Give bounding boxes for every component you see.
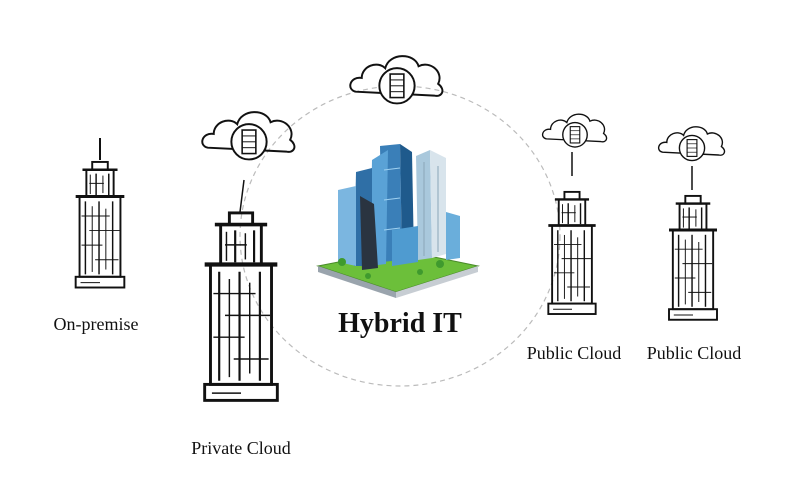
cloud-server-icon (657, 125, 726, 162)
public-cloud-label: Public Cloud (646, 343, 742, 363)
public-cloud-label: Public Cloud (526, 343, 622, 363)
office-building-icon (205, 213, 278, 400)
city-skyline-icon (316, 144, 480, 298)
office-building-icon (546, 190, 598, 316)
private-cloud-label: Private Cloud (191, 438, 291, 458)
on-premise-label: On-premise (53, 314, 139, 334)
cloud-server-icon (349, 55, 444, 105)
office-building-icon (667, 194, 719, 322)
office-building-icon (73, 138, 127, 290)
cloud-server-icon (541, 113, 608, 148)
diagram-title: Hybrid IT (338, 308, 462, 339)
